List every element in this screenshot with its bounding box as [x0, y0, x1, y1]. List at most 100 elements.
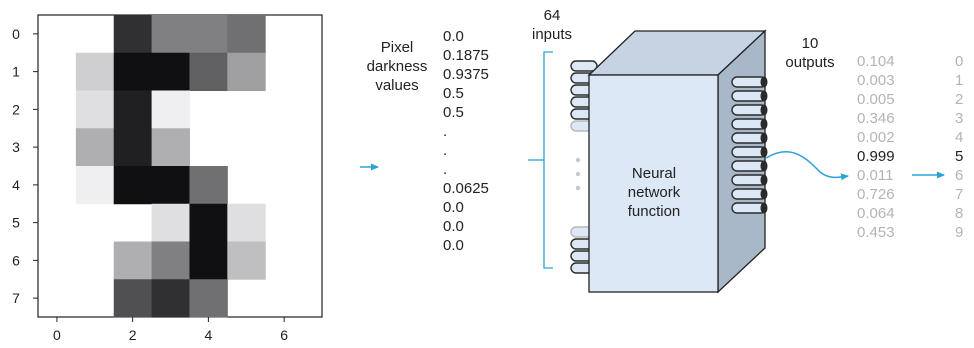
- heatmap-cell: [189, 52, 228, 91]
- heatmap-cell: [151, 241, 190, 280]
- output-digit: 4: [955, 129, 964, 146]
- inputs-bracket: [528, 51, 553, 269]
- heatmap-cell: [113, 279, 153, 318]
- output-probability: 0.104: [857, 53, 895, 70]
- heatmap-cell: [227, 52, 266, 91]
- heatmap-cell: [227, 203, 266, 242]
- output-probabilities-list: 0.104 0.003 0.005 0.346 0.002 0.999 0.011 0.726…: [857, 52, 895, 242]
- heatmap-cell: [151, 166, 190, 205]
- ellipsis-dot: [575, 185, 581, 191]
- output-tube: [731, 160, 768, 172]
- heatmap-cell: [151, 52, 190, 91]
- y-tick-label: 6: [12, 252, 20, 268]
- heatmap-cell: [113, 241, 153, 280]
- output-probability: 0.346: [857, 110, 895, 127]
- output-tube: [731, 174, 768, 186]
- output-probability: 0.003: [857, 72, 895, 89]
- ellipsis-dot: [575, 171, 581, 177]
- y-tick-label: 3: [12, 139, 20, 155]
- outputs-count: 10: [801, 35, 819, 52]
- pixel-value: 0.1875: [443, 47, 489, 64]
- pixel-darkness-line-3: values: [375, 77, 419, 94]
- y-tick-label: 4: [12, 177, 20, 193]
- heatmap-cell: [113, 128, 153, 167]
- neural-network-label: Neural network function: [593, 164, 715, 221]
- output-probability: 0.064: [857, 205, 895, 222]
- heatmap-cell: [189, 279, 228, 318]
- outputs-word: outputs: [785, 54, 835, 71]
- x-tick-label: 6: [280, 327, 288, 343]
- digit-heatmap-chart: 0 1 2 3 4 5 6 7 0 2 4 6: [12, 14, 323, 343]
- network-line-1: Neural: [631, 165, 677, 182]
- output-digit: 6: [955, 167, 964, 184]
- pixel-value: 0.0: [443, 218, 464, 235]
- output-probability: 0.726: [857, 186, 895, 203]
- y-tick-label: 2: [12, 101, 20, 117]
- pixel-value: .: [443, 123, 448, 140]
- input-tube: [570, 60, 598, 72]
- output-probability-highlight: 0.999: [857, 148, 895, 165]
- pixel-value: 0.9375: [443, 66, 489, 83]
- inputs-word: inputs: [531, 26, 573, 43]
- heatmap-cell: [151, 203, 190, 242]
- predicted-digit: 5: [955, 148, 964, 165]
- output-tube: [731, 104, 768, 116]
- y-tick-label: 0: [12, 26, 20, 42]
- heatmap-cell: [189, 166, 228, 205]
- pixel-value: 0.5: [443, 104, 464, 121]
- y-tick-label: 7: [12, 290, 20, 306]
- output-tube: [731, 132, 768, 144]
- output-digit: 3: [955, 110, 964, 127]
- output-tubes: [731, 76, 768, 214]
- output-tube: [731, 90, 768, 102]
- heatmap-cell: [75, 166, 115, 205]
- heatmap-cell: [227, 241, 266, 280]
- pixel-value: .: [443, 161, 448, 178]
- output-tube: [731, 146, 768, 158]
- pixel-value: 0.0: [443, 199, 464, 216]
- pixel-value: 0.0: [443, 28, 464, 45]
- heatmap-cell: [75, 128, 115, 167]
- x-tick-label: 2: [129, 327, 137, 343]
- heatmap-cell: [189, 203, 228, 242]
- heatmap-cell: [151, 90, 190, 129]
- heatmap-cell: [151, 128, 190, 167]
- x-tick-label: 4: [205, 327, 213, 343]
- output-digit: 7: [955, 186, 964, 203]
- output-probability: 0.453: [857, 224, 895, 241]
- output-probability: 0.005: [857, 91, 895, 108]
- heatmap-cell: [189, 15, 228, 54]
- output-probability: 0.011: [857, 167, 894, 184]
- heatmap-cell: [151, 279, 190, 318]
- heatmap-cell: [151, 15, 190, 54]
- y-tick-label: 5: [12, 215, 20, 231]
- heatmap-cell: [75, 52, 115, 91]
- x-tick-label: 0: [53, 327, 61, 343]
- network-line-2: network: [627, 184, 681, 201]
- output-probability: 0.002: [857, 129, 895, 146]
- pixel-value: 0.0: [443, 237, 464, 254]
- output-digit: 1: [955, 72, 964, 89]
- heatmap-cell: [189, 241, 228, 280]
- pixel-value: .: [443, 142, 448, 159]
- network-line-3: function: [627, 203, 681, 220]
- heatmap-cell: [113, 15, 153, 54]
- output-digit: 2: [955, 91, 964, 108]
- output-tube: [731, 188, 768, 200]
- output-digit: 8: [955, 205, 964, 222]
- outputs-label: 10 outputs: [775, 34, 845, 72]
- inputs-count: 64: [543, 7, 561, 24]
- pixel-value: 0.5: [443, 85, 464, 102]
- output-digit: 0: [955, 53, 964, 70]
- y-tick-label: 1: [12, 64, 20, 80]
- heatmap-cell: [75, 90, 115, 129]
- pixel-darkness-label: Pixel darkness values: [362, 38, 432, 95]
- inputs-label: 64 inputs: [522, 6, 582, 44]
- heatmap-cell: [227, 15, 266, 54]
- output-tube: [731, 118, 768, 130]
- heatmap-cell: [113, 52, 153, 91]
- pixel-darkness-line-2: darkness: [366, 58, 428, 75]
